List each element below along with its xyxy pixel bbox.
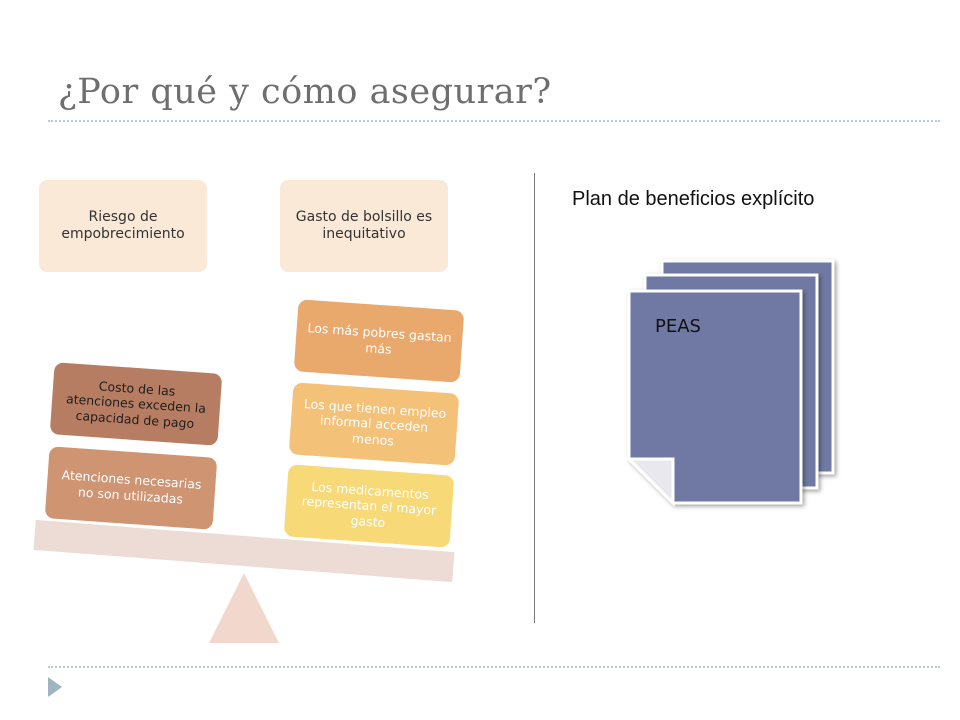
plan-label: PEAS (655, 316, 701, 337)
page-title: ¿Por qué y cómo asegurar? (58, 72, 552, 112)
risk-box-label: Riesgo de empobrecimiento (61, 208, 185, 243)
balance-fulcrum (209, 573, 279, 643)
title-divider (48, 120, 940, 122)
triangle-right-icon[interactable] (47, 676, 63, 698)
right-stack-item: Los que tienen empleo informal acceden m… (288, 382, 460, 466)
right-stack-item-label: Los que tienen empleo informal acceden m… (303, 395, 447, 449)
left-stack-item: Atenciones necesarias no son utilizadas (44, 446, 218, 530)
right-stack-item-label: Los medicamentos representan el mayor ga… (301, 478, 437, 530)
risk-box: Riesgo de empobrecimiento (39, 180, 207, 272)
left-stack-item-label: Costo de las atenciones exceden la capac… (65, 377, 207, 431)
left-stack-item-label: Atenciones necesarias no son utilizadas (61, 467, 202, 507)
column-divider (534, 173, 535, 623)
stacked-document-icon (625, 259, 835, 507)
footer-divider (48, 666, 940, 668)
out-of-pocket-box: Gasto de bolsillo es inequitativo (280, 180, 448, 272)
right-stack-item: Los medicamentos representan el mayor ga… (283, 464, 455, 548)
right-stack-item-label: Los más pobres gastan más (307, 320, 453, 357)
right-stack-item: Los más pobres gastan más (293, 299, 465, 383)
plan-title: Plan de beneficios explícito (572, 188, 815, 210)
out-of-pocket-box-label: Gasto de bolsillo es inequitativo (295, 208, 433, 243)
left-stack-item: Costo de las atenciones exceden la capac… (49, 362, 223, 446)
